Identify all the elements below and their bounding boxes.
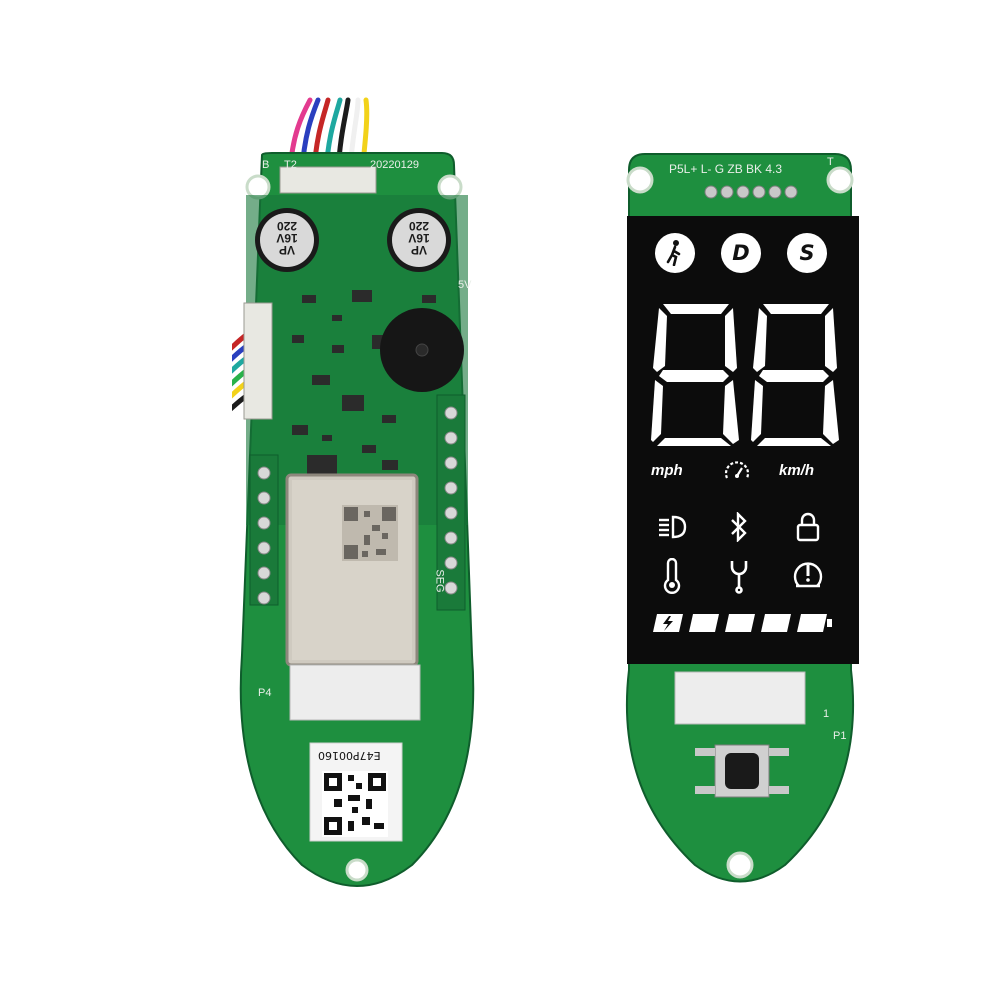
silk-b: B (262, 159, 270, 171)
drive-mode-letter: D (732, 241, 750, 265)
capacitor-right-label: VP 16V 220 (399, 219, 439, 257)
silk-seg: SEG (433, 569, 446, 593)
silk-t: T2 (284, 159, 297, 171)
cap-left-middle: 16V (276, 231, 298, 245)
silk-p1: P1 (833, 730, 847, 742)
bluetooth-icon (727, 511, 751, 543)
thermometer-icon (661, 557, 683, 594)
speedometer-icon (723, 458, 751, 484)
sport-mode-indicator: S (787, 233, 827, 273)
silk-t-right: T (827, 156, 834, 168)
cap-right-bottom: 220 (408, 219, 430, 233)
walk-mode-indicator (655, 233, 695, 273)
silk-p4: P4 (258, 687, 272, 699)
cap-right-top: VP (411, 243, 428, 257)
left-header-pins (256, 465, 272, 605)
serial-qr-code (322, 771, 388, 837)
unit-kmh: km/h (779, 462, 815, 479)
silk-5v: 5V (458, 279, 472, 291)
connector-label: P5L+ L- G ZB BK 4.3 (669, 162, 783, 176)
serial-label: E47P00160 (318, 749, 381, 762)
right-header-pins (443, 405, 459, 605)
speed-digits-art (651, 304, 839, 446)
unit-mph: mph (651, 462, 683, 479)
controller-board-back: B T2 20220129 5V SEG P4 VP 16V 220 VP 16… (129, 95, 482, 905)
cap-right-middle: 16V (408, 231, 430, 245)
dashboard-board-front: P5L+ L- G ZB BK 4.3 T P1 1 D S (615, 150, 865, 900)
speed-digits (645, 300, 845, 450)
capacitor-left-label: VP 16V 220 (267, 219, 307, 257)
module-qr-code (342, 505, 398, 561)
walk-icon (666, 240, 681, 266)
wrench-icon (727, 558, 751, 594)
drive-mode-indicator: D (721, 233, 761, 273)
tire-warning-icon (791, 558, 825, 590)
sport-mode-letter: S (799, 241, 815, 265)
cap-left-bottom: 220 (276, 219, 298, 233)
date-code: 20220129 (370, 159, 419, 171)
lock-icon (795, 512, 821, 542)
silk-1: 1 (823, 708, 830, 720)
cap-left-top: VP (279, 243, 296, 257)
headlight-icon (657, 514, 687, 540)
battery-bar (653, 612, 833, 634)
